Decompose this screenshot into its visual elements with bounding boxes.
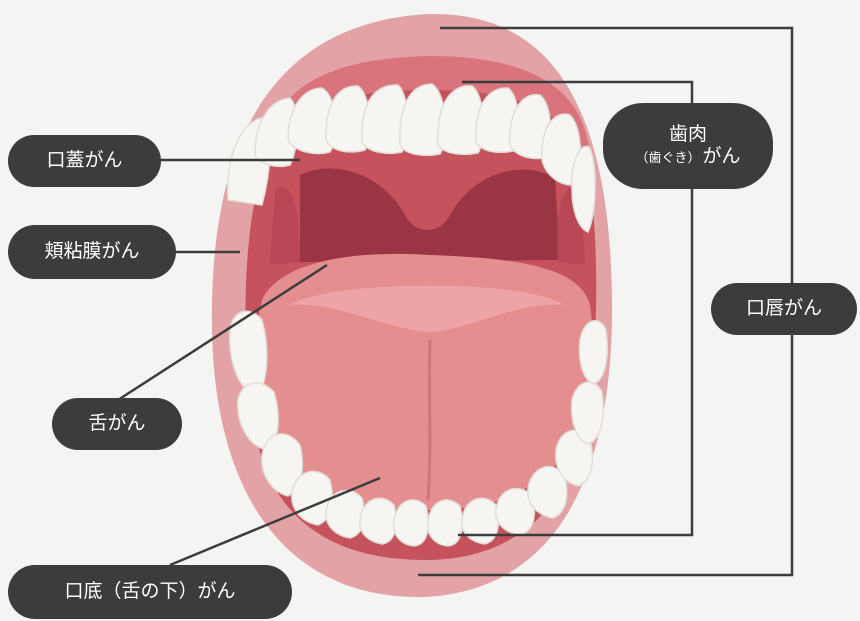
label-gum-suffix: がん [702, 145, 741, 167]
label-tongue-text: 舌がん [88, 412, 146, 435]
label-gum-cancer: 歯肉 （歯ぐき） がん [603, 103, 773, 189]
leader-lines [117, 26, 794, 577]
label-tongue-cancer: 舌がん [52, 398, 182, 450]
leader-gum [462, 80, 694, 103]
leader-tongue [117, 263, 328, 402]
label-palate-text: 口蓋がん [46, 149, 123, 172]
tongue-highlight [290, 285, 565, 332]
label-floor-of-mouth-cancer: 口底（舌の下）がん [8, 565, 292, 619]
leader-lip-lower [418, 335, 794, 577]
label-gum-parenthetical: （歯ぐき） [635, 151, 701, 166]
label-buccal-text: 頬粘膜がん [44, 240, 140, 263]
leader-lip [440, 26, 794, 283]
label-lip-cancer: 口唇がん [711, 283, 857, 335]
throat [300, 168, 560, 262]
label-floor-text: 口底（舌の下）がん [64, 580, 236, 603]
label-palate-cancer: 口蓋がん [8, 135, 161, 187]
tongue [257, 253, 593, 510]
leader-gum-lower [458, 189, 694, 537]
label-gum-line1: 歯肉 [668, 123, 707, 146]
label-buccal-mucosa-cancer: 頬粘膜がん [8, 225, 176, 279]
label-lip-text: 口唇がん [745, 297, 822, 320]
upper-teeth [226, 83, 596, 233]
leader-floor [169, 476, 381, 567]
label-gum-line2: （歯ぐき） がん [635, 145, 741, 168]
tongue-groove [426, 339, 432, 501]
